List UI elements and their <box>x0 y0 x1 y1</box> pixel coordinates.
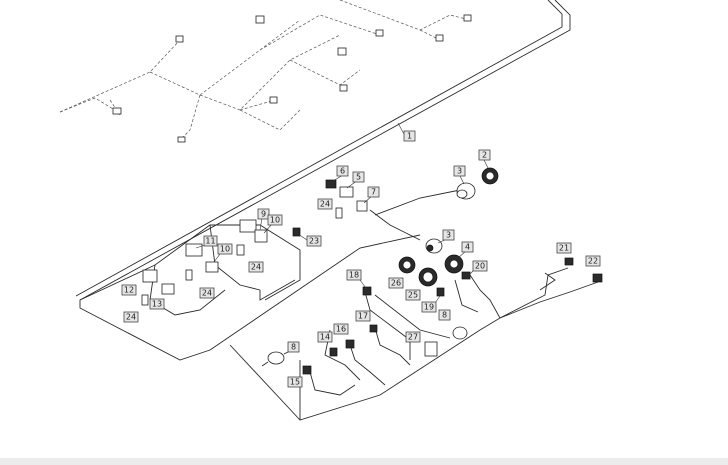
callout-17-label: 17 <box>358 312 368 321</box>
callout-7: 7 <box>367 186 380 198</box>
callout-13-label: 13 <box>152 300 162 309</box>
callout-22: 22 <box>585 255 601 267</box>
callout-6: 6 <box>336 165 349 177</box>
callout-19: 19 <box>421 301 437 313</box>
callout-3b-label: 3 <box>446 231 451 240</box>
callout-20-label: 20 <box>475 262 485 271</box>
connector-parts <box>141 167 603 375</box>
callout-3: 3 <box>442 229 455 241</box>
callout-labels: 1 2 3 3 4 5 6 7 8 8 9 10 10 11 12 13 14 … <box>121 130 601 388</box>
callout-9: 9 <box>257 208 270 220</box>
callout-25-label: 25 <box>408 291 418 300</box>
callout-5-label: 5 <box>356 173 361 182</box>
callout-14: 14 <box>317 331 333 343</box>
callout-26: 26 <box>388 277 404 289</box>
callout-24: 24 <box>317 198 333 210</box>
callout-16: 16 <box>333 323 349 335</box>
callout-1: 1 <box>403 130 416 142</box>
callout-1-label: 1 <box>407 132 412 141</box>
callout-14-label: 14 <box>320 333 330 342</box>
callout-9-label: 9 <box>261 210 266 219</box>
callout-4-label: 4 <box>465 243 470 252</box>
callout-6-label: 6 <box>340 167 345 176</box>
callout-24: 24 <box>199 287 215 299</box>
callout-21: 21 <box>556 242 572 254</box>
main-harness-trunk <box>75 0 599 421</box>
callout-2-label: 2 <box>482 151 487 160</box>
callout-10: 10 <box>267 214 283 226</box>
callout-25: 25 <box>405 289 421 301</box>
callout-20: 20 <box>472 260 488 272</box>
callout-15: 15 <box>287 376 303 388</box>
callout-13: 13 <box>149 298 165 310</box>
callout-8b-label: 8 <box>291 343 296 352</box>
callout-16-label: 16 <box>336 325 346 334</box>
callout-3: 3 <box>453 165 466 177</box>
callout-2: 2 <box>478 149 491 161</box>
callout-24b-label: 24 <box>251 263 261 272</box>
callout-15-label: 15 <box>290 378 300 387</box>
footer-bar <box>0 458 728 465</box>
callout-7-label: 7 <box>371 188 376 197</box>
callout-23: 23 <box>306 235 322 247</box>
callout-21-label: 21 <box>559 244 569 253</box>
callout-27-label: 27 <box>408 333 418 342</box>
callout-10a-label: 10 <box>270 216 280 225</box>
callout-12-label: 12 <box>124 286 134 295</box>
callout-19-label: 19 <box>424 303 434 312</box>
callout-11-label: 11 <box>205 237 215 246</box>
callout-4: 4 <box>461 241 474 253</box>
callout-23-label: 23 <box>309 237 319 246</box>
callout-22-label: 22 <box>588 257 598 266</box>
callout-11: 11 <box>203 235 218 247</box>
callout-18: 18 <box>346 269 362 281</box>
callout-12: 12 <box>121 284 137 296</box>
callout-24d-label: 24 <box>126 313 136 322</box>
callout-24a-label: 24 <box>320 200 330 209</box>
callout-18-label: 18 <box>349 271 359 280</box>
callout-26-label: 26 <box>391 279 401 288</box>
callout-24: 24 <box>248 261 264 273</box>
callout-24: 24 <box>123 311 139 323</box>
callout-3-label: 3 <box>457 167 462 176</box>
callout-10b-label: 10 <box>220 245 230 254</box>
callout-8: 8 <box>287 341 300 353</box>
callout-5: 5 <box>352 171 365 183</box>
callout-27: 27 <box>405 331 421 343</box>
callout-24c-label: 24 <box>202 289 212 298</box>
reference-harness-dashed <box>59 0 472 143</box>
callout-8a-label: 8 <box>442 311 447 320</box>
callout-17: 17 <box>355 310 371 322</box>
callout-8: 8 <box>438 309 451 321</box>
callout-10: 10 <box>217 243 233 255</box>
